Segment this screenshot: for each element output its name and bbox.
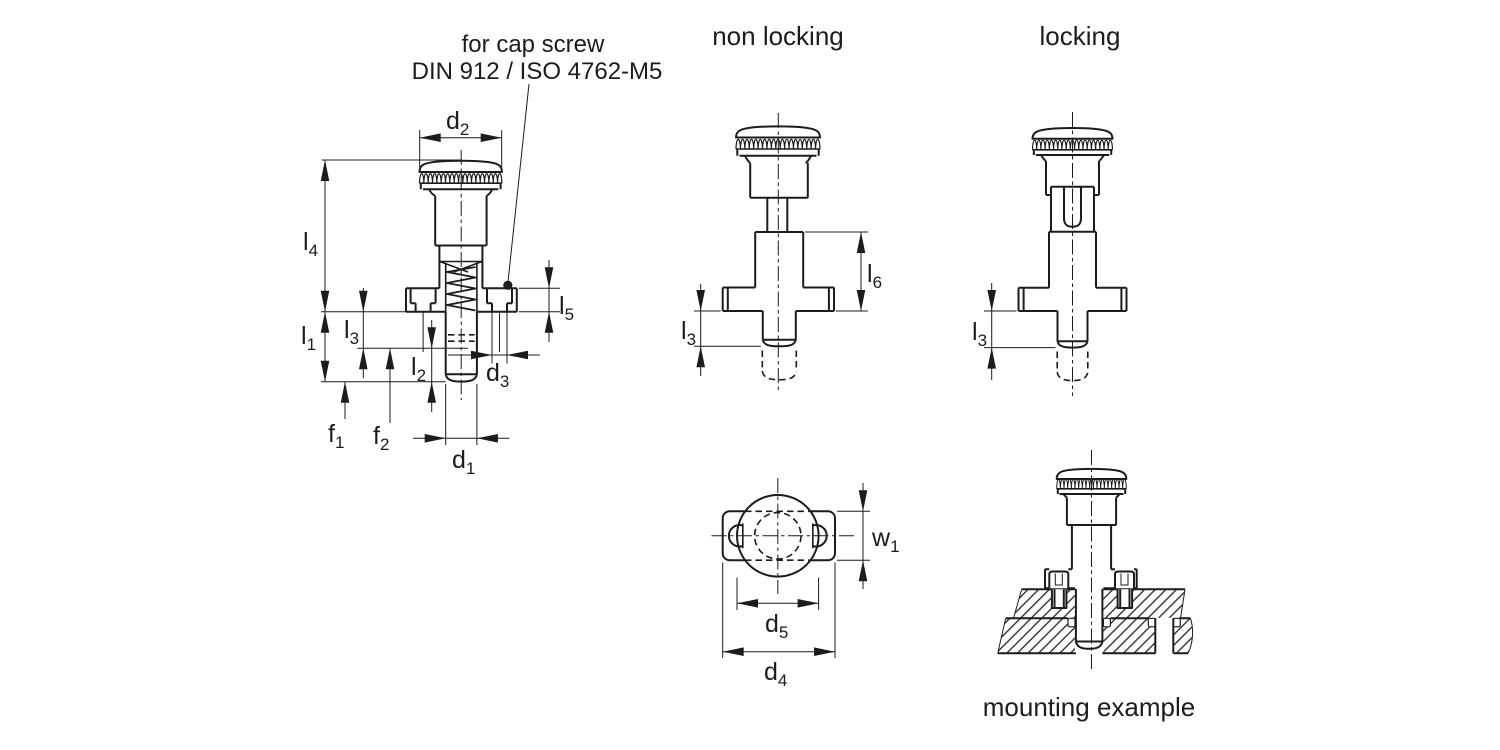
- svg-text:f2: f2: [373, 422, 389, 454]
- svg-text:l3: l3: [972, 318, 987, 350]
- dim-l2: l2: [411, 320, 436, 412]
- dim-l3: l3: [681, 284, 761, 376]
- svg-text:d3: d3: [486, 359, 509, 391]
- svg-text:d2: d2: [446, 107, 469, 139]
- non-locking-title: non locking: [712, 21, 844, 51]
- svg-text:d4: d4: [764, 658, 787, 690]
- body: [749, 163, 809, 288]
- svg-text:l4: l4: [303, 228, 318, 260]
- svg-text:l6: l6: [867, 260, 882, 292]
- flange: [405, 287, 518, 352]
- svg-text:d5: d5: [765, 610, 788, 642]
- svg-text:l5: l5: [559, 292, 574, 324]
- dim-l3: l3: [344, 288, 468, 378]
- non-locking-view: non locking l6: [681, 21, 882, 392]
- plunger-pin: [444, 311, 478, 383]
- extended-pin-hidden: [1056, 351, 1089, 372]
- svg-text:w1: w1: [871, 524, 900, 556]
- cap-screw-note-line2: DIN 912 / ISO 4762-M5: [412, 58, 663, 85]
- mounting-example-view: mounting example: [983, 450, 1195, 722]
- body-with-lock-slot: [1045, 161, 1100, 288]
- knob: [1031, 127, 1114, 162]
- dim-l3: l3: [972, 283, 1056, 380]
- hex-socket: [1054, 573, 1063, 586]
- leader-dot: [503, 280, 513, 290]
- svg-text:l1: l1: [301, 322, 316, 354]
- leader-line: [507, 83, 530, 283]
- lock-slot: [1063, 186, 1082, 228]
- plunger-pin: [761, 311, 798, 381]
- flange: [721, 286, 835, 312]
- knob: [735, 125, 821, 164]
- flange: [1017, 286, 1128, 312]
- dim-d4: d4: [722, 562, 836, 690]
- hex-socket: [1120, 573, 1129, 586]
- locking-view: locking l3: [972, 21, 1128, 396]
- cap-screw-note-line1: for cap screw: [462, 31, 605, 58]
- cap-screw-left: [1048, 570, 1070, 608]
- detent-groove-hidden: [448, 334, 475, 342]
- cap-screw-note: for cap screw DIN 912 / ISO 4762-M5: [412, 31, 663, 290]
- svg-text:l2: l2: [411, 353, 426, 385]
- body-sleeve: [434, 195, 488, 289]
- dim-d5: d5: [736, 577, 820, 642]
- svg-text:f1: f1: [328, 420, 344, 452]
- top-view: w1 d5 d4: [711, 478, 900, 690]
- screw-hole-right: [1117, 588, 1133, 608]
- plunger-pin: [1056, 311, 1089, 382]
- svg-text:l3: l3: [681, 317, 696, 349]
- dim-l6: l6: [805, 231, 882, 312]
- knurl-teeth: [418, 172, 503, 184]
- dim-l5: l5: [518, 260, 574, 342]
- dim-w1: w1: [837, 483, 900, 589]
- counterbore-left: [409, 288, 437, 312]
- cap-screw-right: [1114, 570, 1135, 608]
- dim-f1: f1: [328, 381, 350, 452]
- mounting-example-caption: mounting example: [983, 692, 1195, 722]
- sectional-view: d2 l4 l1 l3 l2 f1: [301, 31, 662, 478]
- body: [1065, 497, 1118, 570]
- svg-text:d1: d1: [452, 446, 475, 478]
- center-lines: [711, 478, 855, 594]
- knob: [418, 159, 503, 197]
- spring: [444, 264, 478, 312]
- counterbore-right: [486, 288, 513, 312]
- dim-d3: d3: [448, 311, 540, 391]
- extended-pin-hidden: [761, 350, 798, 371]
- locking-title: locking: [1040, 21, 1121, 51]
- index-hole: [1155, 617, 1174, 654]
- dim-d1: d1: [413, 384, 510, 478]
- plunger-pin: [1074, 588, 1104, 650]
- dim-d2: d2: [419, 107, 503, 167]
- plunger-hole: [1074, 588, 1104, 654]
- dim-l1: l1: [301, 311, 446, 383]
- screw-hole-left: [1051, 588, 1067, 608]
- dim-f2: f2: [373, 348, 395, 454]
- svg-text:l3: l3: [344, 316, 359, 348]
